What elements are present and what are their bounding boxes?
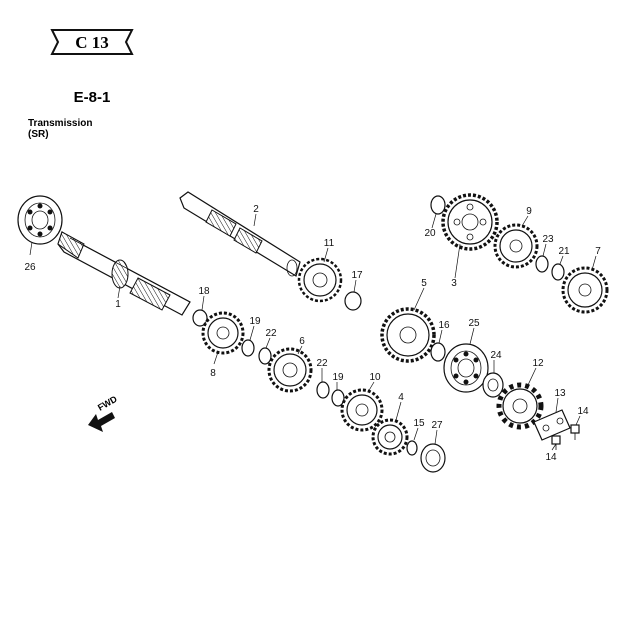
part-22-circlip-second: [316, 381, 330, 399]
callout-10: 10: [369, 372, 381, 383]
callout-13: 13: [554, 388, 566, 399]
section-badge: C 13: [50, 29, 134, 55]
part-2-countershaft: [179, 191, 301, 277]
part-14-bolt: [570, 424, 580, 440]
forward-arrow-icon: FWD: [88, 394, 119, 432]
callout-21: 21: [558, 246, 570, 257]
callout-7: 7: [595, 246, 601, 257]
callout-22-second: 22: [316, 358, 328, 369]
part-15-washer: [406, 440, 418, 456]
callout-6: 6: [299, 336, 305, 347]
part-9-gear: [493, 223, 539, 269]
diagram-subtitle: (SR): [28, 129, 49, 140]
forward-direction-label: FWD: [96, 394, 119, 413]
part-21-washer: [551, 263, 565, 281]
callout-12: 12: [532, 358, 544, 369]
callout-20: 20: [424, 228, 436, 239]
part-13-fixing-plate: [533, 409, 571, 441]
part-25-bearing: [443, 343, 489, 393]
part-26-bearing: [17, 195, 63, 245]
part-18-washer: [192, 309, 208, 327]
diagram-title: Transmission: [28, 118, 92, 129]
part-5-gear: [380, 307, 436, 363]
callout-27: 27: [431, 420, 443, 431]
callout-2: 2: [253, 204, 259, 215]
callout-24: 24: [490, 350, 502, 361]
callout-23: 23: [542, 234, 554, 245]
callout-1: 1: [115, 299, 121, 310]
callout-14: 14: [577, 406, 589, 417]
callout-4: 4: [398, 392, 404, 403]
part-19-washer: [241, 339, 255, 357]
callout-11: 11: [324, 238, 335, 249]
part-23-circlip: [535, 255, 549, 273]
callout-17: 17: [351, 270, 363, 281]
callout-25: 25: [468, 318, 480, 329]
part-8-gear: [201, 311, 245, 355]
part-16-washer: [430, 342, 446, 362]
callout-9: 9: [526, 206, 532, 217]
section-badge-text: C 13: [75, 33, 109, 52]
callout-16: 16: [438, 320, 450, 331]
callout-8: 8: [210, 368, 216, 379]
part-27-bearing: [420, 443, 446, 473]
part-11-gear: [297, 257, 343, 303]
figure-code: E-8-1: [74, 89, 111, 106]
part-10-gear: [340, 388, 384, 432]
part-3-gear: [441, 193, 499, 251]
part-4-gear: [371, 418, 409, 456]
callout-labels: 26 1 2 11 17 18 8 19 22 6 22 19 10 4 15 …: [24, 204, 601, 463]
callout-14-second: 14: [545, 452, 557, 463]
callout-19-second: 19: [332, 372, 344, 383]
part-20-washer: [430, 195, 446, 215]
part-22-circlip: [258, 347, 272, 365]
callout-26: 26: [24, 262, 36, 273]
part-6-gear: [267, 347, 313, 393]
callout-3: 3: [451, 278, 457, 289]
part-17-washer: [344, 291, 362, 311]
part-1-mainshaft: [57, 231, 191, 316]
callout-18: 18: [198, 286, 210, 297]
part-12-drive-sprocket: [496, 382, 544, 430]
callout-19: 19: [249, 316, 261, 327]
part-24-collar: [482, 372, 504, 398]
callout-5: 5: [421, 278, 427, 289]
leader-lines: [29, 213, 597, 451]
callout-22: 22: [265, 328, 277, 339]
callout-15: 15: [413, 418, 425, 429]
part-19-washer-second: [331, 389, 345, 407]
part-7-gear: [561, 266, 609, 314]
